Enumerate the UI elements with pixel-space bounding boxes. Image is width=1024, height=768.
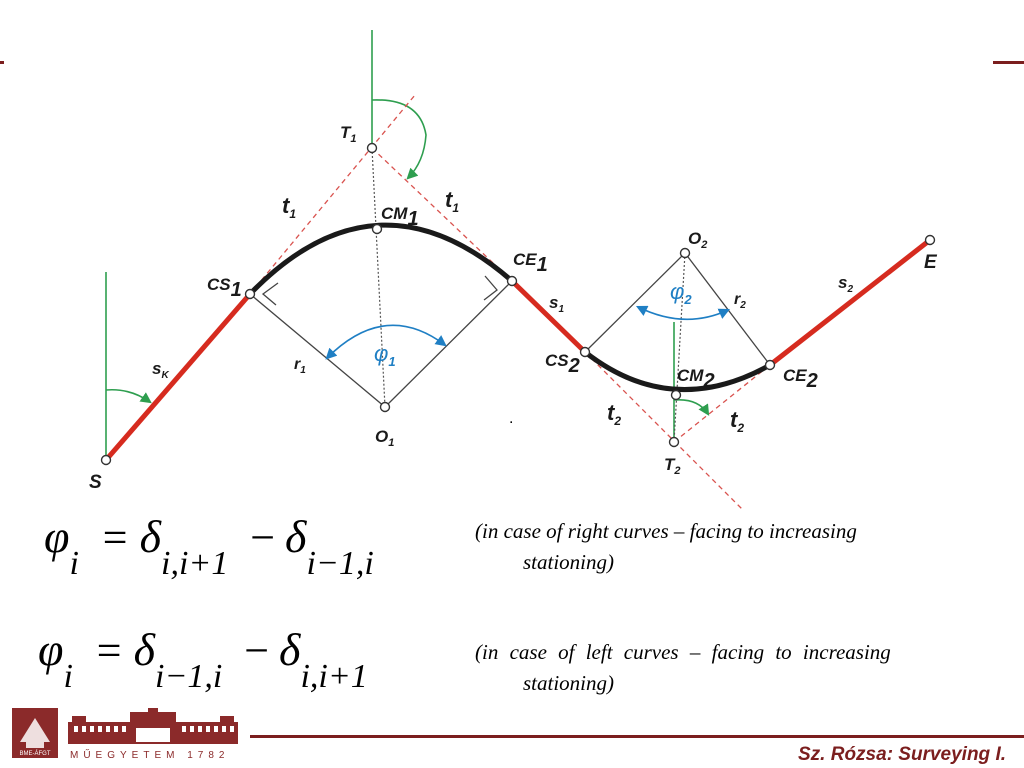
point-t1 xyxy=(366,142,378,154)
label-r2: r2 xyxy=(734,291,746,311)
top-right-rule xyxy=(993,61,1024,64)
point-o2 xyxy=(679,247,691,259)
label-s2: s2 xyxy=(838,273,853,295)
point-cs2 xyxy=(579,346,591,358)
route-diagram: S E T1 T2 O1 O2 CS1 CM1 CE1 CS2 CM2 CE2 … xyxy=(89,30,938,510)
university-logo: BME-ÁFGT MŰEGYETEM 1782 xyxy=(12,708,244,767)
straight-s2 xyxy=(768,238,932,367)
tangent-line-2a xyxy=(584,351,744,510)
label-r1: r1 xyxy=(294,356,306,376)
point-ce1 xyxy=(506,275,518,287)
curve-2 xyxy=(583,350,772,393)
label-t2-left: t2 xyxy=(607,400,621,428)
label-t1: T1 xyxy=(340,123,357,145)
tangent-line-1a xyxy=(249,94,416,295)
label-phi2: φ2 xyxy=(670,279,692,307)
radius-2a xyxy=(584,252,686,353)
formula-right-curves: φi =δi,i+1 −δi−1,i xyxy=(44,511,374,582)
point-o1 xyxy=(379,401,391,413)
radius-1b xyxy=(384,280,513,408)
point-s xyxy=(100,454,112,466)
point-cm1 xyxy=(371,223,383,235)
point-t2 xyxy=(668,436,680,448)
label-phi1: φ1 xyxy=(374,341,396,369)
label-t1-left: t1 xyxy=(282,193,296,221)
label-ce2: CE2 xyxy=(783,366,818,392)
point-ce2 xyxy=(764,359,776,371)
point-cs1 xyxy=(244,288,256,300)
label-s: S xyxy=(89,472,102,493)
bisector-2 xyxy=(673,252,686,443)
label-cs2: CS2 xyxy=(545,351,580,377)
point-cm2 xyxy=(670,389,682,401)
tangent-line-2b xyxy=(673,364,771,443)
point-e xyxy=(924,234,936,246)
bisector-1 xyxy=(371,147,386,408)
straight-s1 xyxy=(510,279,587,354)
phi2-arc xyxy=(635,305,731,321)
label-ce1: CE1 xyxy=(513,250,548,276)
label-cm1: CM1 xyxy=(381,204,419,230)
top-left-rule xyxy=(0,61,4,64)
bearing-arc-t1 xyxy=(371,99,427,180)
label-cm2: CM2 xyxy=(677,366,715,392)
radius-2b xyxy=(684,252,771,366)
logo-caption: MŰEGYETEM 1782 xyxy=(70,747,229,761)
label-e: E xyxy=(924,252,938,273)
label-t2-right: t2 xyxy=(730,407,744,435)
formula-left-curves: φi =δi−1,i −δi,i+1 xyxy=(38,624,368,695)
footer-rule xyxy=(250,735,1024,738)
right-angle-mark-1 xyxy=(261,282,279,306)
note-right-curves: (in case of right curves – facing to inc… xyxy=(475,519,857,574)
logo-badge-text: BME-ÁFGT xyxy=(20,750,51,757)
label-cs1: CS1 xyxy=(207,275,242,301)
right-angle-mark-2 xyxy=(483,275,498,301)
note-left-curves: (in case of left curves – facing to incr… xyxy=(475,640,891,695)
label-s1: s1 xyxy=(549,293,564,315)
label-t2: T2 xyxy=(664,455,681,477)
label-o2: O2 xyxy=(688,229,707,251)
label-sk: sK xyxy=(152,359,169,381)
label-o1: O1 xyxy=(375,427,394,449)
curve-1 xyxy=(248,222,514,296)
radius-1a xyxy=(249,293,386,408)
stray-dot: . xyxy=(509,410,513,427)
straight-sk xyxy=(104,292,252,462)
label-t1-right: t1 xyxy=(445,187,459,215)
bearing-arc-t2 xyxy=(673,398,710,416)
bearing-arc-s xyxy=(105,388,152,404)
phi1-arc xyxy=(325,324,447,360)
footer-author: Sz. Rózsa: Surveying I. xyxy=(798,744,1006,765)
